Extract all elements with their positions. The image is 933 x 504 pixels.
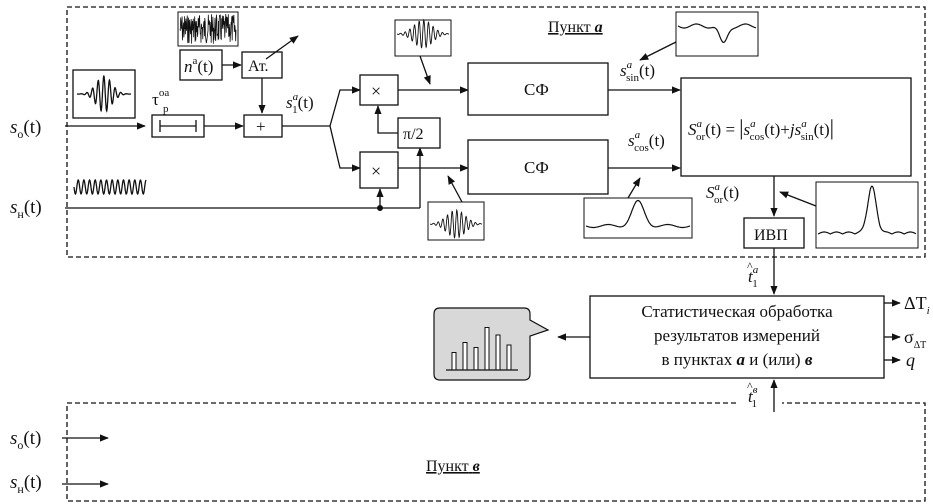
split-to-mult1 [329,86,361,127]
s-o-waveform-icon [77,75,131,113]
phase-to-mult1 [374,105,398,134]
ref-waveform-bottom-icon [429,208,483,239]
histogram-bar [473,347,479,371]
t1-b-hat: ^ [747,379,753,393]
split-to-mult2 [329,125,361,172]
ref-top-arrow [419,55,431,85]
ref-waveform-top-icon [396,18,450,49]
histogram-bar [506,344,512,371]
s-cos-thumb-arrow [627,177,641,199]
s-sin-thumb-arrow [639,41,677,61]
multiplier-2-label: × [371,161,381,181]
multiplier-2 [359,151,399,189]
histogram-bar [484,327,490,371]
input-s-o-label: sо(t) [10,117,41,141]
attenuator-adjust-arrow [265,35,299,60]
ref-bottom-arrow [447,175,463,203]
matched-filter-1-label: СФ [524,80,549,99]
matched-filter-2-label: СФ [524,158,549,177]
noise-source-block [179,49,223,81]
histogram-bar [495,334,501,371]
s-cos-thumb [583,197,693,239]
s-sin-thumb [675,11,759,57]
histogram-callout [433,307,550,381]
region-a-boundary [66,6,926,258]
input-s-n-b-label: sн(t) [10,472,42,496]
region-b-title: Пункт в [426,458,480,475]
multiplier-1-label: × [371,81,381,101]
input-s-o-b-label: sо(t) [10,428,41,452]
s-or-waveform-icon [817,185,917,235]
t1-a-hat: ^ [747,259,753,273]
multiplier-1 [359,74,399,106]
s-or-thumb [815,181,919,249]
output-q-label: q [906,350,915,370]
matched-filter-2 [467,139,609,195]
delay-label: τоа [152,87,169,109]
ivp-block [743,217,805,249]
statistics-line-2: результатов измерений [654,326,820,345]
delay-label-sub: р [163,103,169,115]
output-dt-label: ΔTi [904,293,930,317]
input-s-n-label: sн(t) [10,197,42,221]
input-s-o-b-bg [6,426,62,450]
s-n-waveform-icon [73,178,147,196]
noise-source-label: nа(t) [184,55,213,76]
s-cos-waveform-icon [585,199,691,229]
attenuator-label: Ат. [248,58,269,75]
region-b-area [66,402,926,502]
adder-label: + [256,117,266,136]
input-s-n-b-bg [6,470,62,494]
histogram-bar [451,352,457,371]
attenuator-block [241,51,283,79]
output-sigma-label: σΔT [904,327,926,351]
s-or-thumb-arrow [779,191,817,207]
region-a-title: Пункт а [548,19,603,36]
histogram-bar [462,342,468,371]
envelope-combiner-block [680,77,912,177]
t1-b-label-bg [736,382,782,406]
noise-waveform-icon [179,13,237,44]
region-b-label-bg [422,453,522,477]
statistics-line-3: в пунктах а и (или) в [662,350,813,369]
phase-shifter-label: π/2 [403,126,424,143]
statistics-line-1: Статистическая обработка [641,302,833,321]
matched-filter-1 [467,62,609,116]
ivp-label: ИВП [754,227,788,244]
s-sin-waveform-icon [677,23,757,44]
